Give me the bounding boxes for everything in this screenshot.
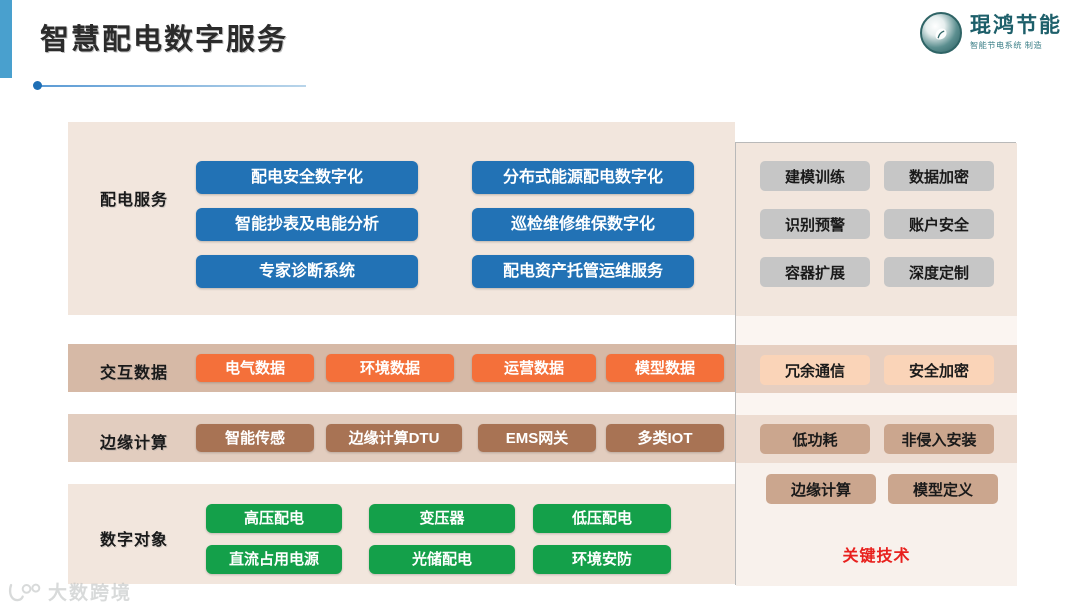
digital-object-chip-1[interactable]: 高压配电 [206, 504, 342, 533]
title-underline-dot-icon [33, 81, 42, 90]
service-chip-2[interactable]: 智能抄表及电能分析 [196, 208, 418, 241]
digital-object-chip-4[interactable]: 直流占用电源 [206, 545, 342, 574]
digital-object-chip-3[interactable]: 低压配电 [533, 504, 671, 533]
key-tech-chip-8[interactable]: 安全加密 [884, 355, 994, 385]
leaf-swirl-icon [935, 28, 947, 40]
row-label-services: 配电服务 [99, 192, 168, 209]
edge-computing-chip-1[interactable]: 智能传感 [196, 424, 314, 452]
digital-object-chip-6[interactable]: 环境安防 [533, 545, 671, 574]
key-gap-2-bg [736, 393, 1017, 415]
title-underline [38, 85, 306, 87]
key-tech-chip-2[interactable]: 数据加密 [884, 161, 994, 191]
page-title: 智慧配电数字服务 [40, 24, 289, 56]
key-tech-chip-12[interactable]: 模型定义 [888, 474, 998, 504]
watermark: 大数跨境 [8, 578, 132, 605]
service-chip-4[interactable]: 分布式能源配电数字化 [472, 161, 694, 194]
key-tech-chip-11[interactable]: 边缘计算 [766, 474, 876, 504]
digital-object-chip-5[interactable]: 光储配电 [369, 545, 515, 574]
key-gap-1-bg [736, 316, 1017, 345]
service-chip-1[interactable]: 配电安全数字化 [196, 161, 418, 194]
logo-name: 琨鸿节能 [970, 14, 1062, 38]
key-tech-chip-6[interactable]: 深度定制 [884, 257, 994, 287]
digital-object-chip-2[interactable]: 变压器 [369, 504, 515, 533]
key-tech-chip-10[interactable]: 非侵入安装 [884, 424, 994, 454]
key-tech-chip-5[interactable]: 容器扩展 [760, 257, 870, 287]
key-tech-chip-1[interactable]: 建模训练 [760, 161, 870, 191]
edge-computing-chip-3[interactable]: EMS网关 [478, 424, 596, 452]
service-chip-3[interactable]: 专家诊断系统 [196, 255, 418, 288]
key-tech-chip-7[interactable]: 冗余通信 [760, 355, 870, 385]
key-tech-chip-4[interactable]: 账户安全 [884, 209, 994, 239]
service-chip-5[interactable]: 巡检维修维保数字化 [472, 208, 694, 241]
row-label-digital-objects: 数字对象 [99, 532, 168, 549]
edge-computing-chip-4[interactable]: 多类IOT [606, 424, 724, 452]
key-tech-chip-9[interactable]: 低功耗 [760, 424, 870, 454]
watermark-text: 大数跨境 [48, 583, 133, 604]
key-technology-title: 关键技术 [842, 548, 911, 565]
interactive-data-chip-4[interactable]: 模型数据 [606, 354, 724, 382]
dashukuajing-logo-icon [8, 583, 41, 601]
key-tech-chip-3[interactable]: 识别预警 [760, 209, 870, 239]
row-label-edge-computing: 边缘计算 [99, 435, 168, 452]
brand-logo: 琨鸿节能 智能节电系统 制造 [920, 12, 1062, 54]
interactive-data-chip-3[interactable]: 运营数据 [472, 354, 596, 382]
service-chip-6[interactable]: 配电资产托管运维服务 [472, 255, 694, 288]
interactive-data-chip-1[interactable]: 电气数据 [196, 354, 314, 382]
row-label-interactive-data: 交互数据 [99, 365, 168, 382]
interactive-data-chip-2[interactable]: 环境数据 [326, 354, 454, 382]
panel-key-technology: 建模训练 数据加密 识别预警 账户安全 容器扩展 深度定制 冗余通信 安全加密 … [735, 142, 1017, 586]
circular-leaf-emblem-icon [920, 12, 962, 54]
logo-subtitle: 智能节电系统 制造 [970, 40, 1043, 50]
edge-computing-chip-2[interactable]: 边缘计算DTU [326, 424, 462, 452]
left-accent-bar [0, 0, 12, 78]
